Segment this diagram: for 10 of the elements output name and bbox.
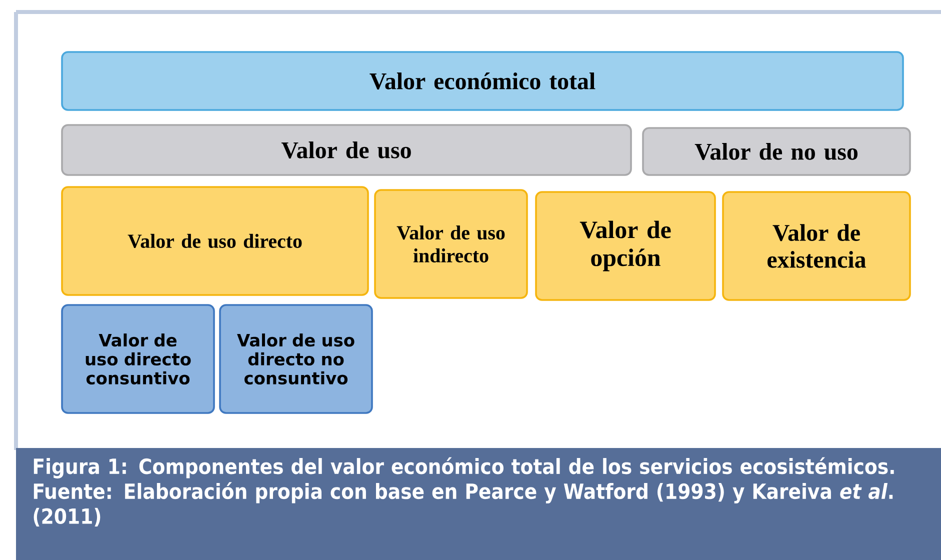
subtype-box: Valor de uso directo no consuntivo xyxy=(219,304,373,414)
value-type-box: Valor de uso directo xyxy=(61,186,369,296)
total-value-box: Valor económico total xyxy=(61,51,904,111)
value-type-box: Valor de uso indirecto xyxy=(374,189,528,299)
value-type-box: Valor de opción xyxy=(535,191,716,301)
caption: Figura 1: Componentes del valor económico total de los servicios ecosistémicos. Fuente: Elaboración propia con base en Pearce y Watford (1993) y Kareiva et al. (2011) xyxy=(34,457,894,526)
value-type-box: Valor de existencia xyxy=(722,191,911,301)
subtype-box: Valor de uso directo consuntivo xyxy=(61,304,215,414)
category-box: Valor de no uso xyxy=(642,127,911,176)
category-box: Valor de uso xyxy=(61,124,632,176)
